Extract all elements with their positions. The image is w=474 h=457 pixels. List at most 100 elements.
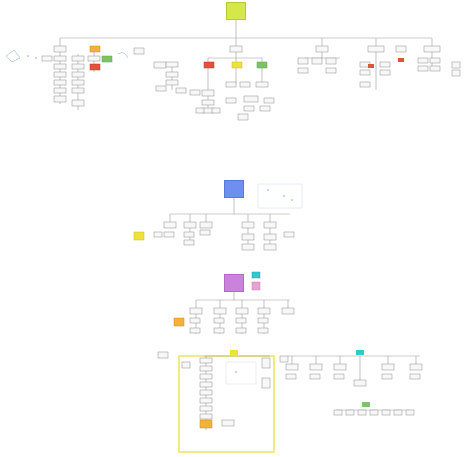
diagram-node[interactable] (199, 365, 213, 372)
diagram-node[interactable] (201, 99, 215, 106)
diagram-node[interactable] (41, 55, 53, 62)
diagram-node[interactable] (257, 327, 269, 334)
diagram-node[interactable] (379, 61, 391, 68)
diagram-node[interactable] (199, 221, 213, 229)
highlight-node-orange[interactable] (199, 419, 213, 429)
diagram-node[interactable] (199, 229, 211, 236)
diagram-node[interactable] (53, 95, 67, 103)
highlight-node-green[interactable] (101, 55, 113, 63)
diagram-node[interactable] (381, 363, 395, 371)
diagram-node[interactable] (153, 61, 167, 69)
diagram-node[interactable] (297, 67, 309, 74)
highlight-node-red[interactable] (398, 58, 404, 62)
diagram-node[interactable] (243, 105, 255, 112)
diagram-node[interactable] (165, 79, 179, 86)
diagram-node[interactable] (345, 409, 355, 416)
diagram-node[interactable] (393, 409, 403, 416)
diagram-node[interactable] (395, 45, 407, 53)
diagram-node[interactable] (71, 71, 85, 78)
diagram-node[interactable] (53, 79, 67, 86)
highlight-node-orange[interactable] (173, 317, 185, 327)
diagram-node[interactable] (263, 243, 277, 251)
diagram-node[interactable] (283, 231, 295, 238)
diagram-node[interactable] (451, 61, 461, 69)
diagram-node[interactable] (381, 409, 391, 416)
diagram-node[interactable] (429, 57, 441, 64)
diagram-node[interactable] (221, 419, 235, 427)
diagram-node[interactable] (189, 317, 201, 324)
hub-node-blue[interactable] (224, 180, 244, 198)
diagram-node[interactable] (87, 55, 101, 62)
diagram-node[interactable] (189, 89, 201, 96)
diagram-node[interactable] (309, 363, 323, 371)
highlight-node-teal[interactable] (356, 350, 364, 355)
diagram-node[interactable] (279, 355, 289, 363)
diagram-node[interactable] (237, 113, 249, 121)
diagram-node[interactable] (199, 357, 213, 364)
highlight-node-red[interactable] (203, 61, 215, 69)
highlight-node-yellow[interactable] (133, 231, 145, 241)
diagram-node[interactable] (369, 409, 379, 416)
diagram-node[interactable] (367, 45, 385, 53)
diagram-node[interactable] (53, 63, 67, 70)
root-node[interactable] (226, 2, 246, 20)
highlight-node-yellow[interactable] (230, 350, 238, 355)
diagram-node[interactable] (199, 397, 213, 404)
diagram-node[interactable] (183, 221, 197, 229)
highlight-node-yellow[interactable] (231, 61, 243, 69)
diagram-node[interactable] (229, 45, 243, 53)
diagram-node[interactable] (195, 107, 205, 114)
diagram-node[interactable] (263, 97, 275, 104)
diagram-node[interactable] (163, 231, 175, 238)
diagram-node[interactable] (241, 233, 255, 241)
diagram-node[interactable] (381, 373, 393, 380)
diagram-node[interactable] (409, 363, 423, 371)
diagram-node[interactable] (53, 71, 67, 78)
diagram-node[interactable] (325, 57, 337, 65)
diagram-node[interactable] (189, 307, 203, 315)
diagram-node[interactable] (423, 45, 441, 53)
diagram-node[interactable] (199, 373, 213, 380)
diagram-node[interactable] (309, 373, 321, 380)
diagram-node[interactable] (333, 373, 345, 380)
diagram-node[interactable] (189, 327, 201, 334)
diagram-node[interactable] (235, 317, 247, 324)
diagram-node[interactable] (315, 45, 329, 53)
diagram-node[interactable] (261, 377, 271, 389)
diagram-node[interactable] (71, 99, 85, 107)
diagram-node[interactable] (225, 97, 237, 104)
diagram-node[interactable] (165, 61, 179, 68)
diagram-node[interactable] (155, 85, 167, 92)
diagram-node[interactable] (213, 327, 225, 334)
diagram-node[interactable] (405, 409, 415, 416)
diagram-node[interactable] (213, 307, 227, 315)
diagram-node[interactable] (259, 105, 271, 112)
diagram-node[interactable] (71, 63, 85, 70)
diagram-node[interactable] (199, 413, 213, 420)
diagram-node[interactable] (261, 357, 271, 369)
diagram-node[interactable] (157, 351, 169, 359)
diagram-node[interactable] (213, 317, 225, 324)
diagram-node[interactable] (263, 221, 277, 229)
diagram-node[interactable] (53, 45, 67, 53)
diagram-node[interactable] (53, 87, 67, 94)
diagram-node[interactable] (199, 389, 213, 396)
diagram-node[interactable] (379, 69, 391, 76)
diagram-node[interactable] (333, 409, 343, 416)
diagram-node[interactable] (201, 89, 215, 97)
diagram-node[interactable] (429, 65, 441, 72)
diagram-node[interactable] (359, 81, 371, 88)
diagram-node[interactable] (285, 373, 297, 380)
diagram-node[interactable] (225, 81, 237, 88)
diagram-node[interactable] (163, 221, 177, 229)
diagram-node[interactable] (257, 307, 271, 315)
diagram-node[interactable] (235, 327, 247, 334)
diagram-node[interactable] (263, 233, 277, 241)
diagram-node[interactable] (333, 363, 347, 371)
diagram-node[interactable] (353, 379, 367, 387)
diagram-node[interactable] (241, 221, 255, 229)
diagram-node[interactable] (451, 69, 461, 77)
highlight-node-red[interactable] (89, 63, 101, 71)
diagram-node[interactable] (71, 79, 85, 86)
